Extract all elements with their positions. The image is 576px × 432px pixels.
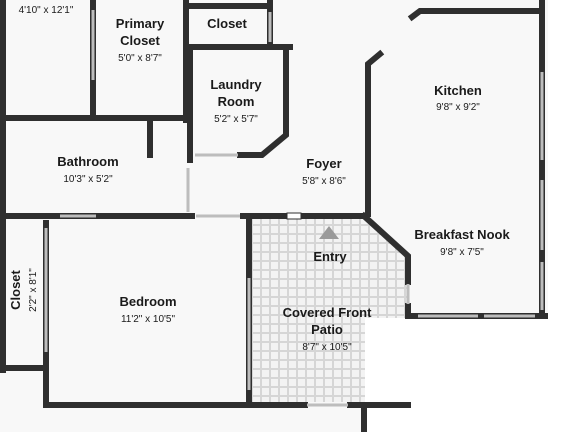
primary-closet-dims: 5'0" x 8'7" xyxy=(118,53,162,64)
door-threshold xyxy=(286,212,302,220)
outside-bottom-right xyxy=(365,318,576,432)
breakfast-nook-dims: 9'8" x 7'5" xyxy=(440,247,484,258)
walls xyxy=(0,0,548,432)
bath-top-dims: 4'10" x 12'1" xyxy=(19,5,74,16)
primary-closet-name-2: Closet xyxy=(120,33,160,48)
patio-name-2: Patio xyxy=(311,322,343,337)
laundry-name-2: Room xyxy=(218,94,255,109)
closet-top-name: Closet xyxy=(207,16,247,31)
foyer-dims: 5'8" x 8'6" xyxy=(302,176,346,187)
closet-side-name: Closet xyxy=(8,269,23,309)
kitchen-name: Kitchen xyxy=(434,83,482,98)
entry-name: Entry xyxy=(313,249,347,264)
patio-name-1: Covered Front xyxy=(283,305,373,320)
bedroom-dims: 11'2" x 10'5" xyxy=(121,314,176,325)
foyer-name: Foyer xyxy=(306,156,341,171)
bathroom-name: Bathroom xyxy=(57,154,118,169)
laundry-dims: 5'2" x 5'7" xyxy=(214,114,258,125)
breakfast-nook-name: Breakfast Nook xyxy=(414,227,510,242)
bedroom-name: Bedroom xyxy=(119,294,176,309)
entry-arrow-icon xyxy=(319,226,339,239)
windows xyxy=(44,10,544,407)
kitchen-dims: 9'8" x 9'2" xyxy=(436,102,480,113)
bathroom-dims: 10'3" x 5'2" xyxy=(63,174,113,185)
room-labels: 4'10" x 12'1" Primary Closet 5'0" x 8'7"… xyxy=(8,5,510,353)
patio-dims: 8'7" x 10'5" xyxy=(302,342,352,353)
laundry-name-1: Laundry xyxy=(210,77,262,92)
closet-side-dims: 2'2" x 8'1" xyxy=(28,268,39,312)
outside-bottom-strip xyxy=(0,405,365,432)
primary-closet-name-1: Primary xyxy=(116,16,165,31)
